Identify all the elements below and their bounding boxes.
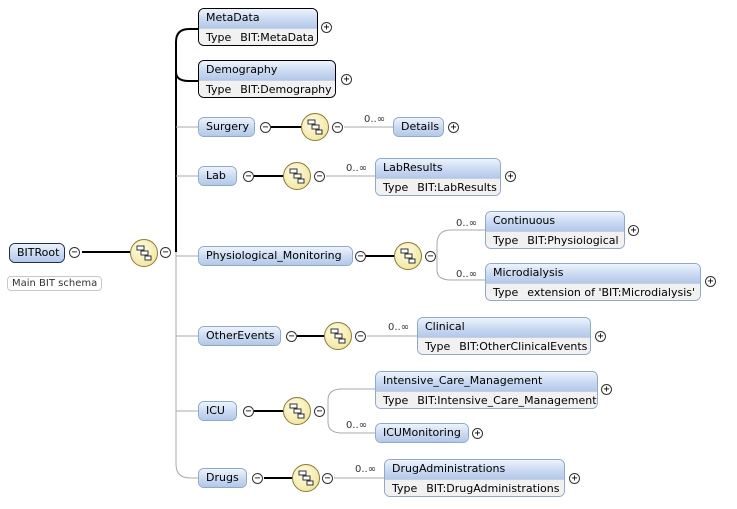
element-name: Microdialysis bbox=[486, 264, 700, 283]
element-type: BIT:Physiological bbox=[527, 234, 619, 247]
sequence-compositor-icon[interactable] bbox=[324, 322, 352, 350]
expand-toggle-metadata[interactable]: + bbox=[321, 22, 332, 33]
sequence-compositor-icon[interactable] bbox=[283, 397, 311, 425]
element-surgery[interactable]: Surgery bbox=[198, 117, 255, 137]
element-icu[interactable]: ICU bbox=[198, 401, 237, 421]
element-icumonitoring[interactable]: ICUMonitoring bbox=[375, 423, 469, 443]
sequence-compositor-icon[interactable] bbox=[394, 242, 422, 270]
collapse-toggle-physiological-monitoring[interactable]: − bbox=[355, 251, 366, 262]
element-details[interactable]: Details bbox=[393, 117, 444, 137]
collapse-toggle-sequence[interactable]: − bbox=[332, 122, 343, 133]
element-name: Intensive_Care_Management bbox=[376, 372, 597, 391]
expand-toggle-demography[interactable]: + bbox=[341, 74, 352, 85]
collapse-toggle-sequence[interactable]: − bbox=[314, 171, 325, 182]
cardinality-label: 0..∞ bbox=[364, 114, 386, 125]
collapse-toggle-sequence[interactable]: − bbox=[355, 331, 366, 342]
collapse-toggle-otherevents[interactable]: − bbox=[286, 331, 297, 342]
collapse-toggle-sequence[interactable]: − bbox=[322, 473, 333, 484]
sequence-compositor-icon[interactable] bbox=[301, 113, 329, 141]
element-type: BIT:DrugAdministrations bbox=[426, 482, 560, 495]
collapse-toggle-surgery[interactable]: − bbox=[260, 122, 271, 133]
element-name: Clinical bbox=[418, 318, 590, 337]
element-type: BIT:MetaData bbox=[240, 31, 314, 44]
expand-toggle-labresults[interactable]: + bbox=[505, 171, 516, 182]
element-name: Lab bbox=[199, 167, 236, 185]
expand-toggle-continuous[interactable]: + bbox=[628, 225, 639, 236]
element-name: ICU bbox=[199, 402, 236, 420]
collapse-toggle-sequence[interactable]: − bbox=[160, 247, 171, 258]
element-name: Details bbox=[394, 118, 443, 136]
element-name: Drugs bbox=[199, 469, 246, 487]
element-name: Surgery bbox=[199, 118, 254, 136]
collapse-toggle-sequence[interactable]: − bbox=[425, 251, 436, 262]
cardinality-label: 0..∞ bbox=[346, 163, 368, 174]
expand-toggle-icumonitoring[interactable]: + bbox=[472, 428, 483, 439]
element-type: BIT:Demography bbox=[240, 83, 332, 96]
element-name: DrugAdministrations bbox=[385, 460, 564, 479]
cardinality-label: 0..∞ bbox=[456, 218, 478, 229]
element-name: Continuous bbox=[486, 212, 624, 231]
sequence-compositor-icon[interactable] bbox=[130, 239, 158, 267]
element-type: BIT:Intensive_Care_Management bbox=[417, 394, 597, 407]
collapse-toggle-drugs[interactable]: − bbox=[252, 473, 263, 484]
expand-toggle-microdialysis[interactable]: + bbox=[705, 276, 716, 287]
element-type: BIT:LabResults bbox=[417, 181, 497, 194]
collapse-toggle-bitroot[interactable]: − bbox=[69, 247, 80, 258]
element-name: Physiological_Monitoring bbox=[199, 247, 352, 265]
annotation-main-bit-schema: Main BIT schema bbox=[7, 276, 103, 291]
element-name: Demography bbox=[199, 61, 335, 80]
collapse-toggle-lab[interactable]: − bbox=[243, 171, 254, 182]
element-lab[interactable]: Lab bbox=[198, 166, 237, 186]
expand-toggle-clinical[interactable]: + bbox=[595, 331, 606, 342]
cardinality-label: 0..∞ bbox=[355, 464, 377, 475]
element-drugs[interactable]: Drugs bbox=[198, 468, 247, 488]
expand-toggle-drugadministrations[interactable]: + bbox=[569, 473, 580, 484]
element-name: LabResults bbox=[376, 159, 500, 178]
element-bitroot[interactable]: BITRoot bbox=[9, 243, 65, 263]
cardinality-label: 0..∞ bbox=[456, 269, 478, 280]
element-name: MetaData bbox=[199, 9, 317, 28]
element-otherevents[interactable]: OtherEvents bbox=[198, 326, 281, 346]
cardinality-label: 0..∞ bbox=[388, 322, 410, 333]
sequence-compositor-icon[interactable] bbox=[283, 162, 311, 190]
element-physiological-monitoring[interactable]: Physiological_Monitoring bbox=[198, 246, 353, 266]
expand-toggle-intensive-care-management[interactable]: + bbox=[601, 384, 612, 395]
element-type: BIT:OtherClinicalEvents bbox=[459, 340, 588, 353]
element-name: OtherEvents bbox=[199, 327, 280, 345]
sequence-compositor-icon[interactable] bbox=[292, 464, 320, 492]
element-name: BITRoot bbox=[10, 244, 64, 262]
collapse-toggle-icu[interactable]: − bbox=[243, 406, 254, 417]
element-name: ICUMonitoring bbox=[376, 424, 468, 442]
collapse-toggle-sequence[interactable]: − bbox=[314, 406, 325, 417]
cardinality-label: 0..∞ bbox=[346, 420, 368, 431]
element-type: extension of 'BIT:Microdialysis' bbox=[527, 286, 696, 299]
expand-toggle-details[interactable]: + bbox=[448, 122, 459, 133]
